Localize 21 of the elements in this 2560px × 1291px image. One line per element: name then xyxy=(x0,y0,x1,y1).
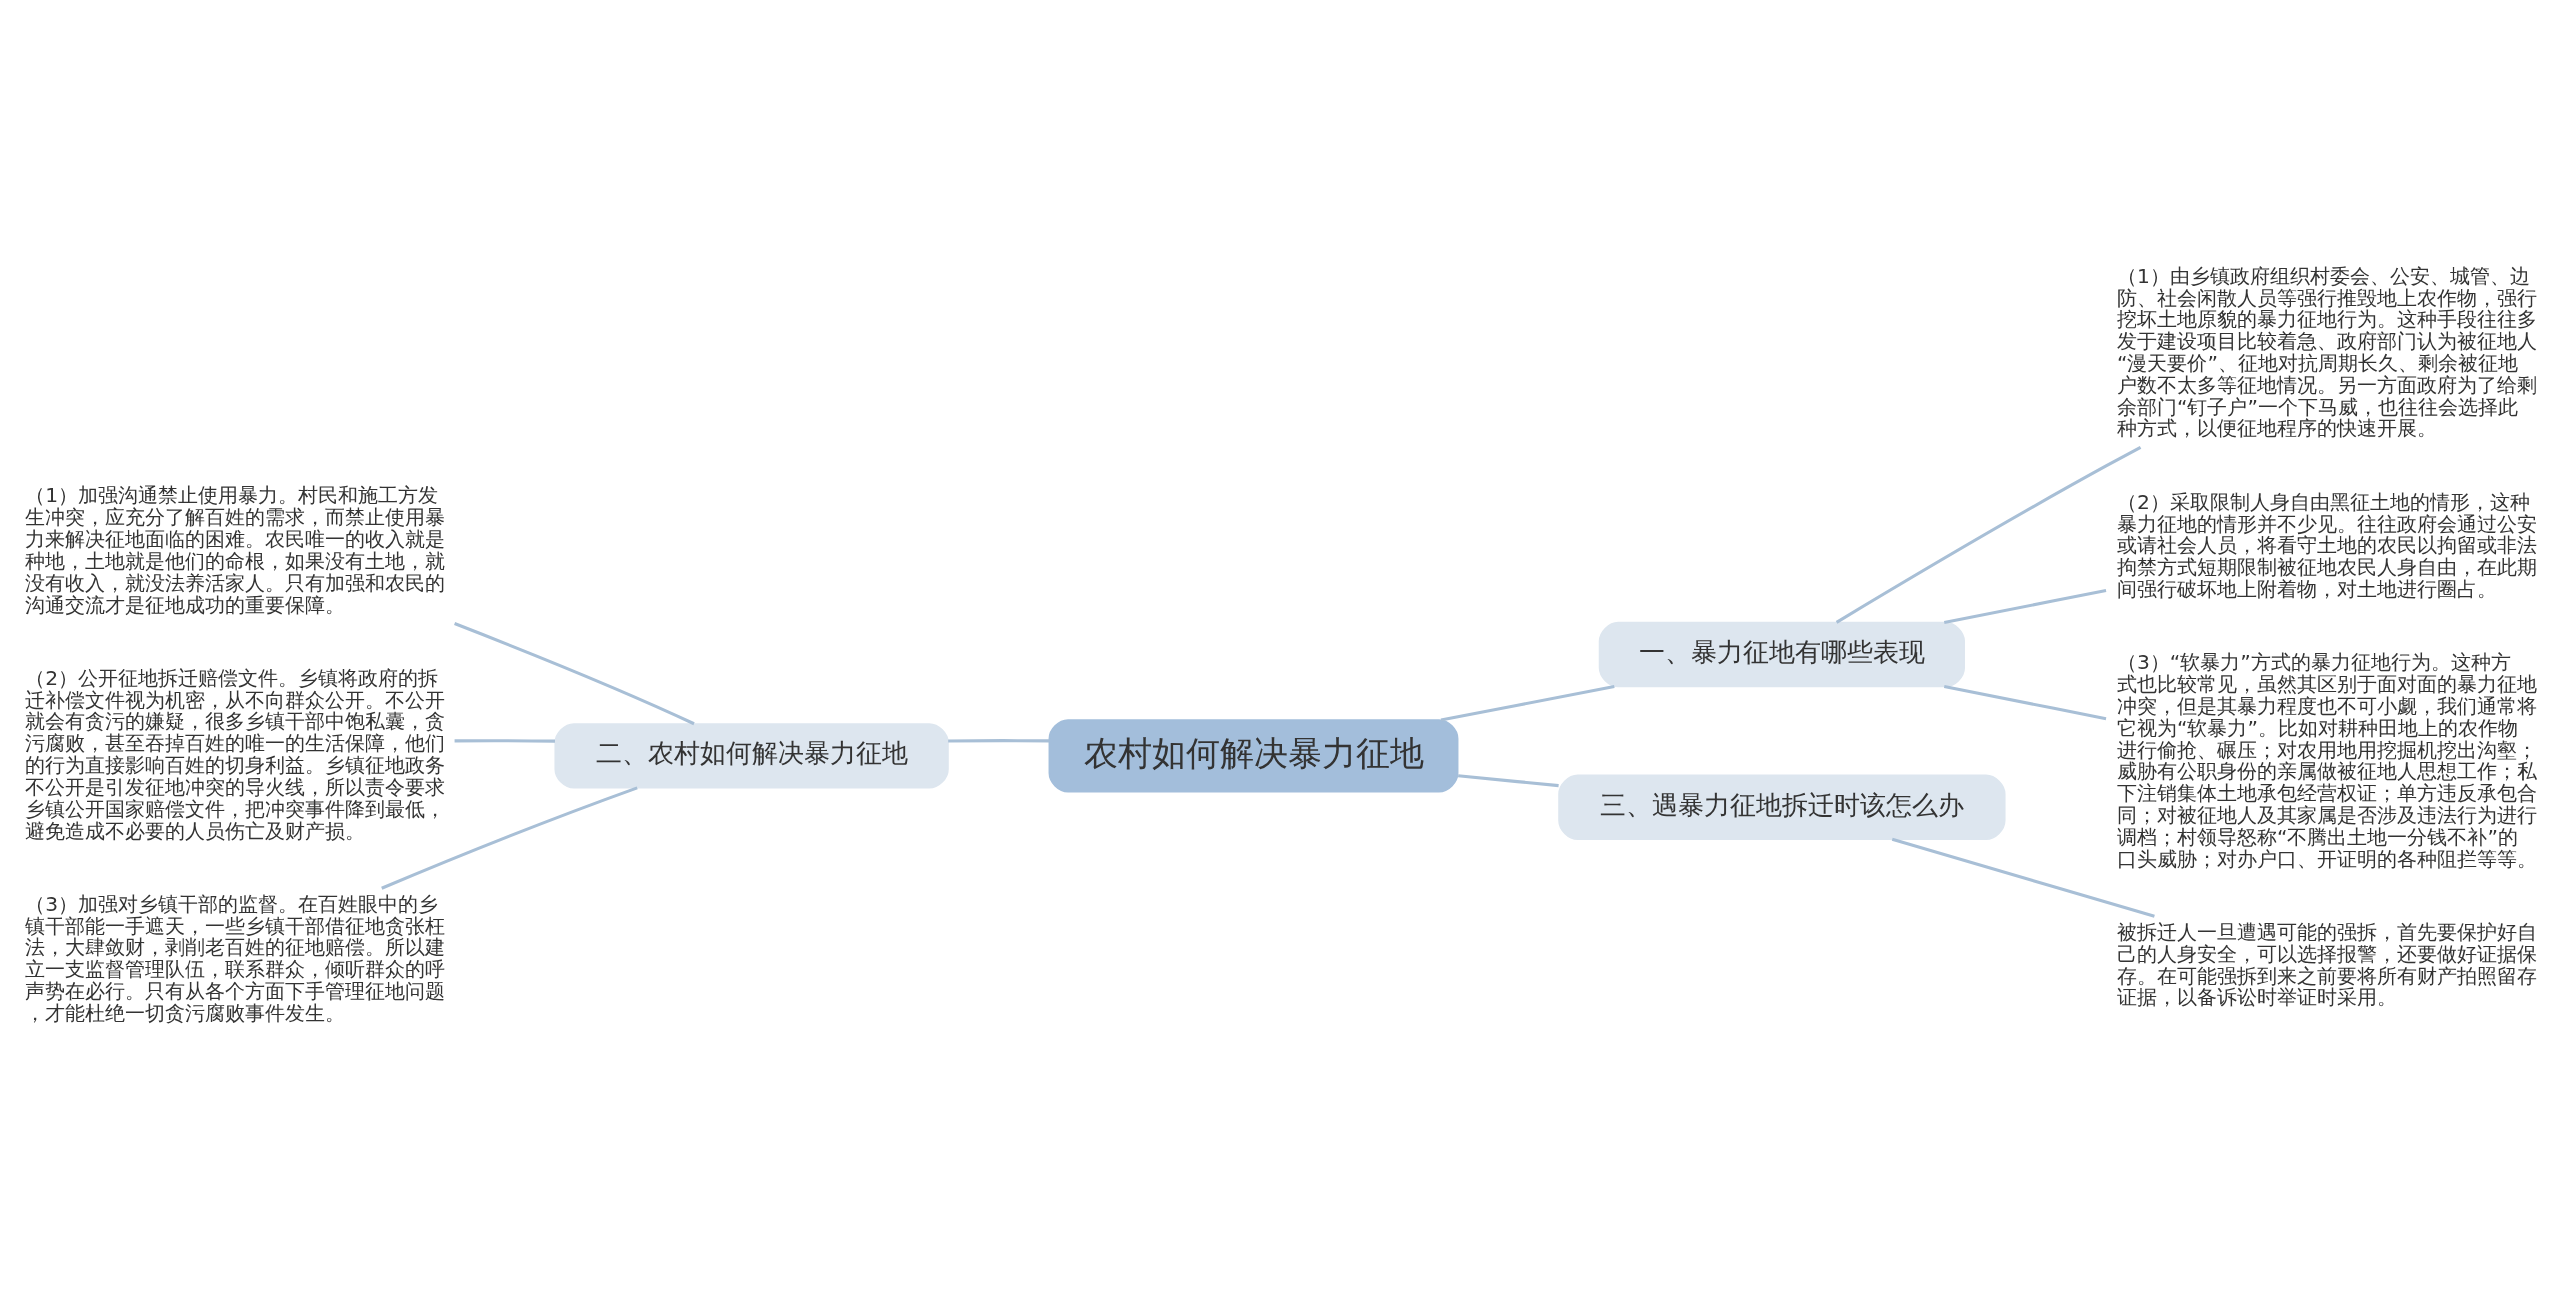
connector xyxy=(1458,773,1559,787)
node-box: 二、农村如何解决暴力征地 xyxy=(554,722,949,789)
node-text: 被拆迁人一旦遭遇可能的强拆，首先要保护好自己的人身安全，可以选择报警，还要做好证据保存。在可能强拆到来之前要将所有财产拍照留存证据，以备诉讼时举证时采用。 xyxy=(2116,919,2537,1009)
connector xyxy=(454,738,555,743)
node-box: 农村如何解决暴力征地 xyxy=(1048,718,1459,792)
node-text: （2）采取限制人身自由黑征土地的情形，这种暴力征地的情形并不少见。往往政府会通过公安或请社会人员，将看守土地的农民以拘留或非法拘禁方式短期限制被征地农民人身自由，在此期间强行破坏地上附着物，对土地进行圈占。 xyxy=(2116,489,2537,601)
connector xyxy=(1943,684,2107,720)
connector xyxy=(1891,837,2155,918)
connector xyxy=(454,621,695,725)
node-text: （2）公开征地拆迁赔偿文件。乡镇将政府的拆迁补偿文件视为机密，从不向群众公开。不公开就会有贪污的嫌疑，很多乡镇干部中饱私囊，贪污腐败，甚至吞掉百姓的唯一的生活保障，他们的行为直接影响百姓的切身利益。乡镇征地政务不公开是引发征地冲突的导火线，所以责令要求乡镇公开国家赔偿文件，把冲突事件降到最低，避免造成不必要的人员伤亡及财产损。 xyxy=(25,665,446,843)
connector xyxy=(381,785,638,890)
node-text: （1）加强沟通禁止使用暴力。村民和施工方发生冲突，应充分了解百姓的需求，而禁止使用暴力来解决征地面临的困难。农民唯一的收入就是种地，土地就是他们的命根，如果没有土地，就没有收入，就没法养活家人。只有加强和农民的沟通交流才是征地成功的重要保障。 xyxy=(25,482,446,617)
node-text: （1）由乡镇政府组织村委会、公安、城管、边防、社会闲散人员等强行推毁地上农作物，强行挖坏土地原貌的暴力征地行为。这种手段往往多发于建设项目比较着急、政府部门认为被征地人“漫天要价”、征地对抗周期长久、剩余被征地户数不太多等征地情况。另一方面政府为了给剩余部门“钉子户”一个下马威，也往往会选择此种方式，以便征地程序的快速开展。 xyxy=(2116,263,2537,440)
node-box: 一、暴力征地有哪些表现 xyxy=(1598,621,1966,687)
node-text: （3）加强对乡镇干部的监督。在百姓眼中的乡镇干部能一手遮天，一些乡镇干部借征地贪张枉法，大肆敛财，剥削老百姓的征地赔偿。所以建立一支监督管理队伍，联系群众，倾听群众的呼声势在必行。只有从各个方面下手管理征地问题，才能杜绝一切贪污腐败事件发生。 xyxy=(25,891,446,1025)
connector xyxy=(1440,684,1615,722)
connector xyxy=(1943,588,2107,624)
connector xyxy=(948,738,1050,743)
node-text: （3）“软暴力”方式的暴力征地行为。这种方式也比较常见，虽然其区别于面对面的暴力征地冲突，但是其暴力程度也不可小觑，我们通常将它视为“软暴力”。比如对耕种田地上的农作物进行偷抢、碾压；对农用地用挖掘机挖出沟壑；威胁有公职身份的亲属做被征地人思想工作；私下注销集体土地承包经营权证；单方违反承包合同；对被征地人及其家属是否涉及违法行为进行调档；村领导怒称“不腾出土地一分钱不补”的口头威胁；对办户口、开证明的各种阻拦等等。 xyxy=(2116,649,2537,871)
node-box: 三、遇暴力征地拆迁时该怎么办 xyxy=(1558,774,2006,840)
connector xyxy=(1835,445,2142,624)
